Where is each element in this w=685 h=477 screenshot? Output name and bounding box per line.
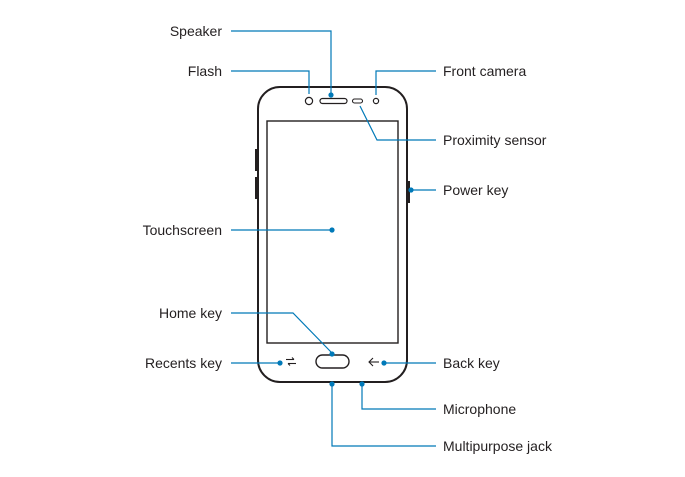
power-button — [407, 181, 410, 203]
proximity-sensor-label: Proximity sensor — [443, 132, 547, 148]
flash-icon — [304, 96, 314, 106]
home-key-icon — [315, 354, 350, 369]
touchscreen-label: Touchscreen — [142, 222, 222, 238]
flash-label: Flash — [187, 63, 222, 79]
speaker-callout — [231, 30, 332, 93]
front-camera-icon — [372, 97, 380, 105]
recents-key-label: Recents key — [144, 355, 222, 371]
proximity-sensor-callout — [359, 105, 436, 141]
multipurpose-jack-callout — [331, 386, 436, 447]
speaker-grille — [319, 97, 348, 105]
home-key-callout — [231, 312, 332, 353]
home-key-label: Home key — [158, 305, 222, 321]
microphone-label: Microphone — [443, 401, 517, 417]
phone-body — [257, 86, 408, 383]
power-key-label: Power key — [443, 182, 509, 198]
volume-down-button — [255, 177, 258, 199]
flash-callout — [231, 70, 310, 94]
front-camera-label: Front camera — [443, 63, 527, 79]
phone-illustration — [255, 86, 410, 383]
recents-key-icon — [286, 357, 296, 366]
volume-up-button — [255, 149, 258, 171]
callout-lines — [231, 30, 436, 447]
touchscreen-area — [266, 120, 399, 344]
speaker-label: Speaker — [169, 23, 222, 39]
microphone-callout — [361, 386, 436, 410]
proximity-sensor-icon — [351, 98, 364, 104]
back-key-label: Back key — [443, 355, 500, 371]
back-key-icon — [368, 357, 379, 367]
multipurpose-jack-label: Multipurpose jack — [443, 438, 552, 454]
front-camera-callout — [375, 70, 436, 95]
